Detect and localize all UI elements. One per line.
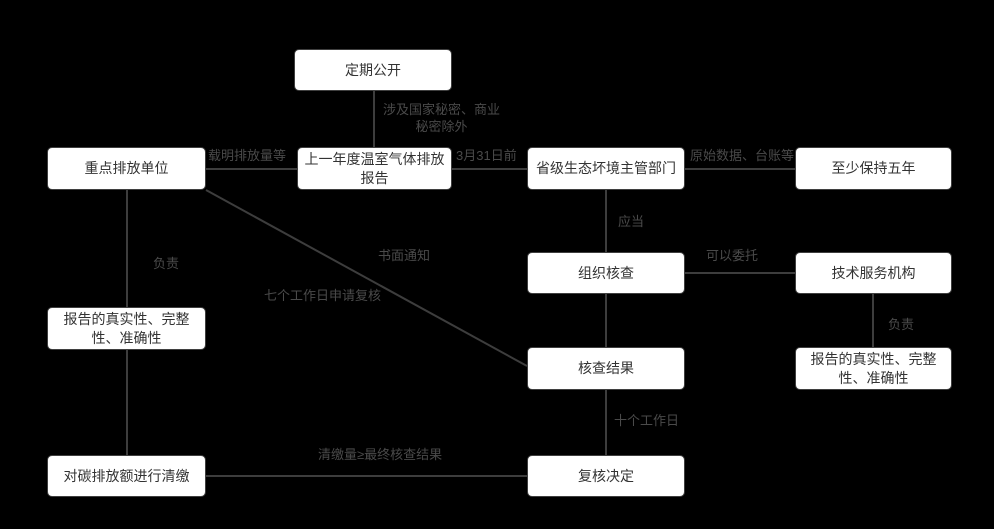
node-settle-carbon-quota: 对碳排放额进行清缴 bbox=[47, 455, 206, 497]
node-report-responsibility-right: 报告的真实性、完整性、准确性 bbox=[795, 347, 952, 390]
edge-label-before-march-31: 3月31日前 bbox=[456, 148, 517, 163]
edge-label-should: 应当 bbox=[618, 214, 645, 229]
node-verification-result: 核查结果 bbox=[527, 347, 685, 390]
edge-label-ten-working-days: 十个工作日 bbox=[614, 413, 680, 428]
edge-label-written-notice: 书面通知 bbox=[378, 248, 431, 263]
node-provincial-authority: 省级生态坏境主管部门 bbox=[527, 147, 685, 190]
edge-label-settlement-ge-final-result: 清缴量≥最终核查结果 bbox=[318, 447, 443, 462]
edge-label-responsible-left: 负责 bbox=[153, 256, 180, 271]
node-periodic-disclosure: 定期公开 bbox=[294, 49, 452, 91]
edge-label-seven-working-days-apply-review: 七个工作日申请复核 bbox=[264, 288, 382, 303]
edge-unit-result-diagonal bbox=[205, 189, 528, 367]
edge-label-may-entrust: 可以委托 bbox=[706, 248, 759, 263]
node-review-decision: 复核决定 bbox=[527, 455, 685, 497]
edge-label-original-data-ledger: 原始数据、台账等 bbox=[690, 148, 795, 163]
node-organize-verification: 组织核查 bbox=[527, 252, 685, 294]
edge-label-secrecy-exception: 涉及国家秘密、商业秘密除外 bbox=[382, 102, 500, 134]
node-report-responsibility-left: 报告的真实性、完整性、准确性 bbox=[47, 307, 206, 350]
edge-label-indicate-emission-amount: 载明排放量等 bbox=[208, 148, 287, 163]
node-annual-ghg-report: 上一年度温室气体排放报告 bbox=[297, 147, 452, 190]
edge-label-responsible-right: 负责 bbox=[888, 317, 915, 332]
node-keep-five-years: 至少保持五年 bbox=[795, 147, 952, 190]
node-technical-service-agency: 技术服务机构 bbox=[795, 252, 952, 294]
node-key-emission-unit: 重点排放单位 bbox=[47, 147, 206, 190]
